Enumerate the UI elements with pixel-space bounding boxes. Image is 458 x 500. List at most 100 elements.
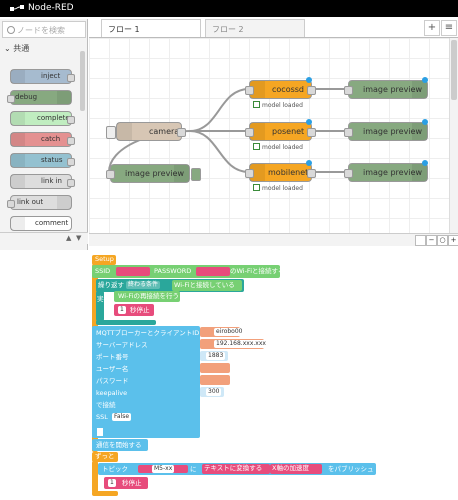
to-text-block[interactable]: テキストに変換する [202,464,270,474]
add-tab-button[interactable]: + [424,20,440,36]
cocossd-node[interactable]: cocossd [245,77,316,99]
tab-flow-2[interactable]: フロー 2 [205,19,305,37]
changed-indicator [306,119,312,125]
image-icon [412,81,427,98]
palette-node-catch[interactable]: catch [10,132,75,147]
zoom-reset-button[interactable]: ○ [437,235,448,246]
server-address-text-block[interactable]: 192.168.xxx.xxx [200,339,268,349]
palette-node-comment[interactable]: comment [10,216,72,231]
collapse-all-button[interactable]: ▲ [66,234,72,242]
image-preview-node[interactable]: image preview [106,164,201,183]
output-port [67,179,75,187]
loop-block-foot [92,491,118,496]
keepalive-number-block[interactable]: 300 [200,387,224,397]
repeat-mode-dropdown[interactable]: 終わる条件 [126,281,161,289]
changed-indicator [306,77,312,83]
palette-node-status[interactable]: status [10,153,75,168]
palette-scrollbar[interactable] [80,51,85,111]
changed-indicator [422,119,428,125]
chevron-down-icon: ⌄ [4,44,14,53]
do-label: 実行 [97,295,110,303]
exclamation-icon [11,133,25,146]
tab-flow-1[interactable]: フロー 1 [101,19,201,37]
start-communication-block[interactable]: 通信を開始する [92,439,148,451]
repeat-until-spine [96,291,104,321]
palette-category-header[interactable]: ⌄ 共通 [4,44,30,53]
wifi-connect-block[interactable]: SSID PASSWORD のWi-Fiと接続する [92,265,285,278]
wait-block[interactable]: 1 秒停止 [114,304,154,316]
palette-node-debug[interactable]: debug [7,90,72,105]
image-icon [412,164,427,181]
password-text-block[interactable] [196,267,230,276]
palette-node-link-in[interactable]: link in [10,174,75,189]
topic-text-block[interactable]: M5-xx [138,465,188,473]
link-icon [11,175,25,188]
wifi-reconnect-block[interactable]: Wi-Fiの再接続を行う [114,291,180,302]
mqtt-connect-block[interactable]: MQTTブローカーとクライアントID サーバーアドレス ポート番号 ユーザー名 … [92,326,200,438]
changed-indicator [422,77,428,83]
ssl-dropdown[interactable]: False [112,413,132,421]
posenet-node[interactable]: posenet [245,119,316,141]
loop-block[interactable]: ずっと [92,452,118,462]
scroll-thumb[interactable] [451,40,457,100]
image-preview-node-3[interactable]: image preview [344,160,428,182]
changed-indicator [422,160,428,166]
image-preview-node-1[interactable]: image preview [344,77,428,99]
accel-x-block[interactable]: X軸の加速度 [270,464,322,474]
repeat-until-foot [96,320,156,325]
navigator-button[interactable] [415,235,426,246]
input-port [245,169,254,178]
mobilenet-status: model loaded [253,184,303,192]
palette-node-complete[interactable]: complete [10,111,75,126]
debug-icon [57,91,71,104]
mqtt-publish-block[interactable]: トピック M5-xx に テキストに変換する X軸の加速度 をパブリッシュ [98,463,376,475]
image-preview-node-2[interactable]: image preview [344,119,428,141]
tab-menu-button[interactable]: ≡ [441,20,457,36]
camera-node[interactable]: camera [106,122,186,141]
input-port [344,128,353,137]
palette-node-link-out[interactable]: link out [7,195,72,210]
camera-icon [117,123,132,140]
changed-indicator [306,160,312,166]
blockly-workspace[interactable]: Setup SSID PASSWORD のWi-Fiと接続する 繰り返す 終わる… [0,250,458,500]
search-icon [7,26,15,34]
palette-node-inject[interactable]: inject [10,69,75,84]
ssid-text-block[interactable] [116,267,150,276]
wait-block-loop[interactable]: 1 秒停止 [104,477,148,489]
mobilenet-node[interactable]: mobilenet [245,160,316,182]
node-red-logo-icon [10,5,24,11]
toggle-button[interactable] [191,168,201,181]
flow-canvas[interactable]: camera image preview cocossd model loade… [89,38,449,233]
trigger-button[interactable] [106,126,116,139]
output-port [177,128,186,137]
zoom-in-button[interactable]: + [448,235,458,246]
setup-block[interactable]: Setup [92,255,116,265]
user-text-block[interactable] [200,363,230,373]
input-port [245,86,254,95]
output-port [307,169,316,178]
posenet-status: model loaded [253,143,303,151]
document-icon [92,427,108,438]
exclamation-icon [11,112,25,125]
inject-icon [11,70,25,83]
pulse-icon [11,154,25,167]
expand-all-button[interactable]: ▼ [76,234,82,242]
client-id-text-block[interactable]: eirobo00 [200,327,245,337]
wifi-connected-block[interactable]: Wi-Fiと接続している [172,280,242,291]
wait-seconds-field[interactable]: 1 [108,479,116,487]
canvas-footer: − ○ + [89,233,458,246]
wait-seconds-field[interactable]: 1 [118,306,126,314]
password-value-block[interactable] [200,375,230,385]
palette-search-input[interactable]: ノードを検索 [2,21,86,38]
repeat-until-block[interactable]: 繰り返す 終わる条件 Wi-Fiと接続している [96,279,244,292]
port-number-block[interactable]: 1883 [200,351,228,361]
loop-block-spine [92,461,98,493]
canvas-vertical-scrollbar[interactable] [449,38,458,233]
node-red-window: Node-RED ノードを検索 ⌄ 共通 inject debug comple… [0,0,458,250]
palette-footer: ▲ ▼ [0,232,88,244]
image-icon [174,165,189,182]
app-header: Node-RED [0,0,458,17]
zoom-out-button[interactable]: − [426,235,437,246]
palette-sidebar: ノードを検索 ⌄ 共通 inject debug complete catch … [0,19,88,250]
cocossd-status: model loaded [253,101,303,109]
